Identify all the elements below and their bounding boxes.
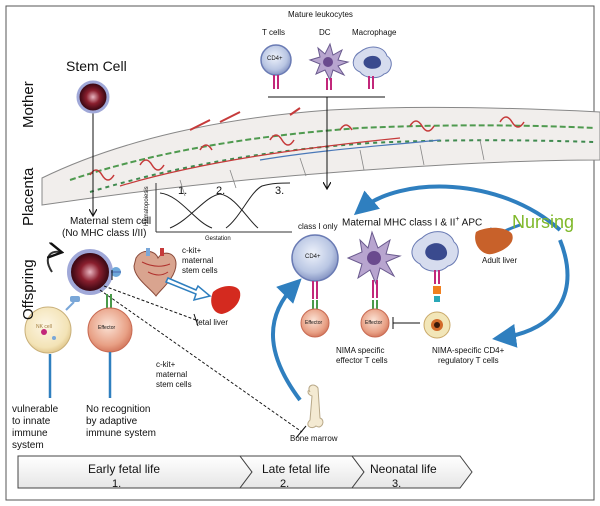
timeline-stage-early: Early fetal life: [88, 462, 161, 476]
vulnerable-3: immune: [12, 428, 48, 439]
stem-cell-icon: [76, 80, 110, 114]
graph-phase-3: 3.: [275, 185, 285, 197]
effector-label: Effector: [98, 325, 116, 331]
nima-regulatory-2: regulatory T cells: [438, 356, 499, 365]
timeline-bar: [17, 455, 473, 489]
bone-marrow-label: Bone marrow: [290, 434, 338, 443]
cd4-mature-label: CD4+: [267, 56, 283, 62]
vulnerable-1: vulnerable: [12, 404, 59, 415]
timeline-number-1: 1.: [112, 478, 122, 490]
macrophage-apc-icon: [411, 231, 459, 302]
t-cell-mature-icon: [260, 44, 292, 89]
nursing-top-arrow: [353, 184, 562, 232]
regulatory-t-cell-icon: [423, 311, 451, 339]
maternal-stem-cell-sublabel: (No MHC class I/II): [62, 228, 147, 239]
heart-icon: [133, 248, 177, 297]
no-recognition-1: No recognition: [86, 404, 151, 415]
effector-cell-right-1: [300, 300, 330, 338]
ckit-upper-1: c-kit+: [182, 246, 202, 255]
marrow-to-apc-arrow: [271, 278, 302, 402]
class-i-only-label: class I only: [298, 222, 338, 231]
maternal-stem-cell-icon: [67, 249, 121, 295]
nk-cell-icon: [24, 296, 80, 354]
vulnerable-2: to innate: [12, 416, 51, 427]
nursing-label: Nursing: [512, 212, 575, 232]
nima-regulatory-1: NIMA-specific CD4+: [432, 346, 505, 355]
t-cell-apc-icon: [291, 234, 339, 299]
placenta-tissue: [41, 106, 600, 206]
mature-leukocytes-title: Mature leukocytes: [288, 10, 353, 19]
effector-right-1-label: Effector: [305, 320, 323, 326]
vulnerable-4: system: [12, 440, 44, 451]
effector-cell-right-2: [360, 300, 390, 338]
macrophage-mature-icon: [352, 46, 392, 89]
ckit-lower-1: c-kit+: [156, 360, 176, 369]
adult-liver-label: Adult liver: [482, 256, 518, 265]
dc-apc-icon: [346, 230, 402, 298]
nima-effector-2: effector T cells: [336, 356, 388, 365]
timeline-number-2: 2.: [280, 478, 290, 490]
adult-liver-icon: [475, 227, 513, 255]
effector-right-2-label: Effector: [365, 320, 383, 326]
graph-phase-1: 1.: [178, 185, 188, 197]
hematopoiesis-graph: [155, 182, 292, 233]
ckit-lower-2: maternal: [156, 370, 188, 379]
macrophage-label: Macrophage: [352, 28, 397, 37]
timeline-stage-late: Late fetal life: [262, 462, 331, 476]
diagram-frame: [5, 5, 595, 501]
label-offspring: Offspring: [20, 259, 37, 320]
timeline-number-3: 3.: [392, 478, 402, 490]
graph-phase-2: 2.: [216, 185, 226, 197]
effector-cell-icon: [87, 294, 133, 353]
ckit-upper-2: maternal: [182, 256, 214, 265]
ckit-lower-3: stem cells: [156, 380, 192, 389]
graph-xlabel: Gestation: [205, 236, 231, 242]
fetal-liver-icon: [211, 286, 241, 314]
apc-title: Maternal MHC class I & II+ APC: [342, 216, 483, 229]
stem-cell-label: Stem Cell: [66, 58, 127, 74]
inhibition-bar-marrow: [295, 425, 307, 439]
fetal-liver-label: fetal liver: [196, 318, 229, 327]
bone-marrow-icon: [307, 384, 324, 429]
timeline-stage-neonatal: Neonatal life: [370, 462, 437, 476]
cd4-apc-label: CD4+: [305, 254, 321, 260]
dc-mature-icon: [308, 42, 350, 90]
liver-outline-arrow: [164, 277, 212, 302]
ckit-upper-3: stem cells: [182, 266, 218, 275]
no-recognition-2: by adaptive: [86, 416, 138, 427]
self-renewal-arrow: [48, 252, 60, 273]
dashed-to-bone-marrow: [99, 289, 303, 433]
no-recognition-3: immune system: [86, 428, 157, 439]
t-cells-label: T cells: [262, 28, 285, 37]
label-placenta: Placenta: [20, 167, 37, 226]
maternal-stem-cell-label: Maternal stem cell: [70, 216, 152, 227]
label-mother: Mother: [20, 81, 37, 128]
inhibition-bar-liver: [193, 313, 199, 327]
nima-effector-1: NIMA specific: [336, 346, 385, 355]
nursing-bottom-arrow: [492, 239, 570, 348]
nk-cell-label: NK cell: [36, 324, 52, 330]
dashed-to-fetal-liver: [103, 285, 197, 321]
dc-label: DC: [319, 28, 331, 37]
